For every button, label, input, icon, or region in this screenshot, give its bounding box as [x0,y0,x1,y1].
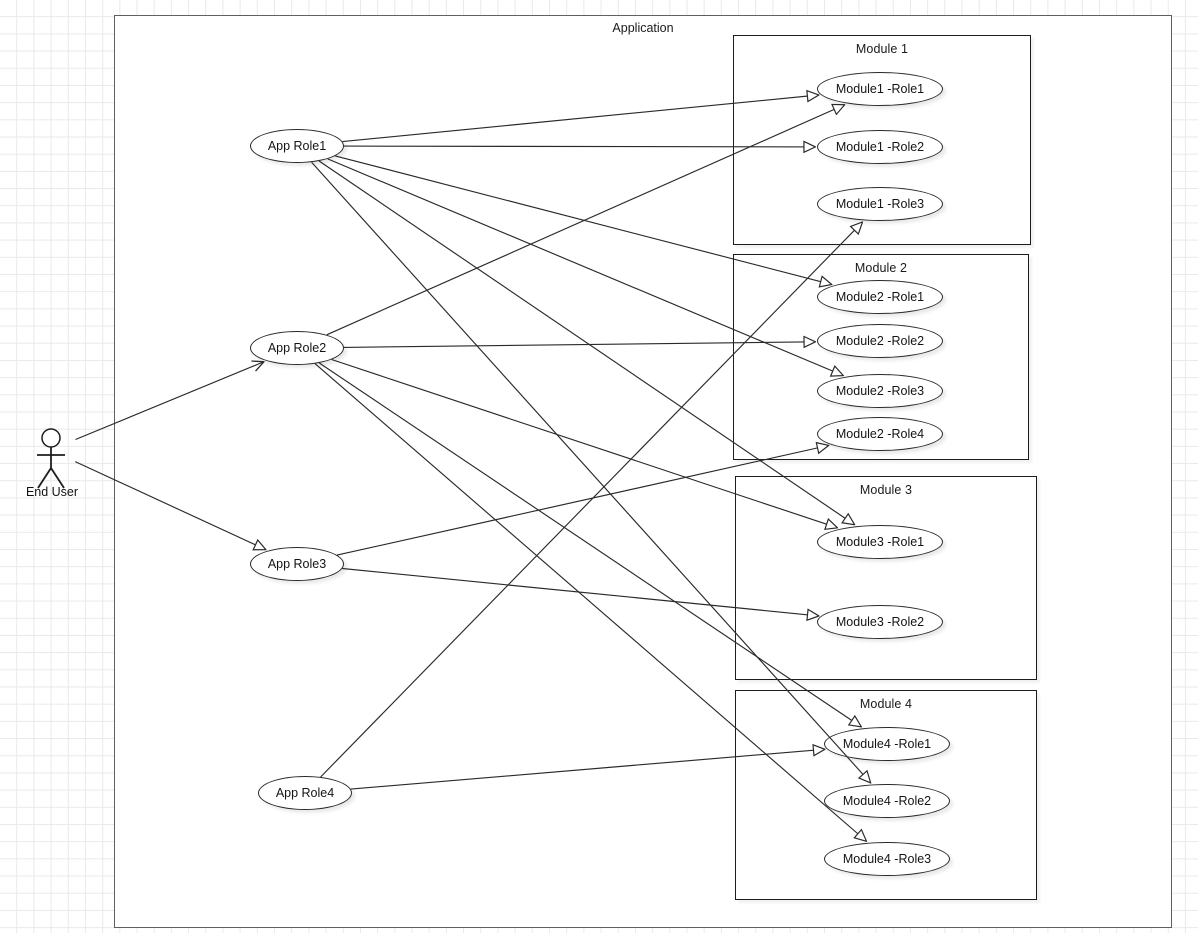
module-title: Module 3 [859,483,913,497]
use-case-m4r2[interactable]: Module4 -Role2 [824,784,950,818]
application-title: Application [612,21,674,35]
app-role-role1[interactable]: App Role1 [250,129,344,163]
module-title: Module 1 [855,42,909,56]
use-case-m2r3[interactable]: Module2 -Role3 [817,374,943,408]
module-title: Module 2 [854,261,908,275]
actor-stick-figure-icon [37,428,65,489]
use-case-m4r1[interactable]: Module4 -Role1 [824,727,950,761]
module-package-module3[interactable]: Module 3 [735,476,1037,680]
app-role-role2[interactable]: App Role2 [250,331,344,365]
use-case-m1r2[interactable]: Module1 -Role2 [817,130,943,164]
use-case-m3r2[interactable]: Module3 -Role2 [817,605,943,639]
actor-label-end-user: End User [25,485,79,499]
module-title: Module 4 [859,697,913,711]
use-case-m2r2[interactable]: Module2 -Role2 [817,324,943,358]
use-case-m2r4[interactable]: Module2 -Role4 [817,417,943,451]
use-case-m3r1[interactable]: Module3 -Role1 [817,525,943,559]
use-case-m2r1[interactable]: Module2 -Role1 [817,280,943,314]
app-role-role4[interactable]: App Role4 [258,776,352,810]
use-case-m1r3[interactable]: Module1 -Role3 [817,187,943,221]
use-case-m1r1[interactable]: Module1 -Role1 [817,72,943,106]
use-case-m4r3[interactable]: Module4 -Role3 [824,842,950,876]
actor-end-user[interactable] [26,428,78,498]
app-role-role3[interactable]: App Role3 [250,547,344,581]
